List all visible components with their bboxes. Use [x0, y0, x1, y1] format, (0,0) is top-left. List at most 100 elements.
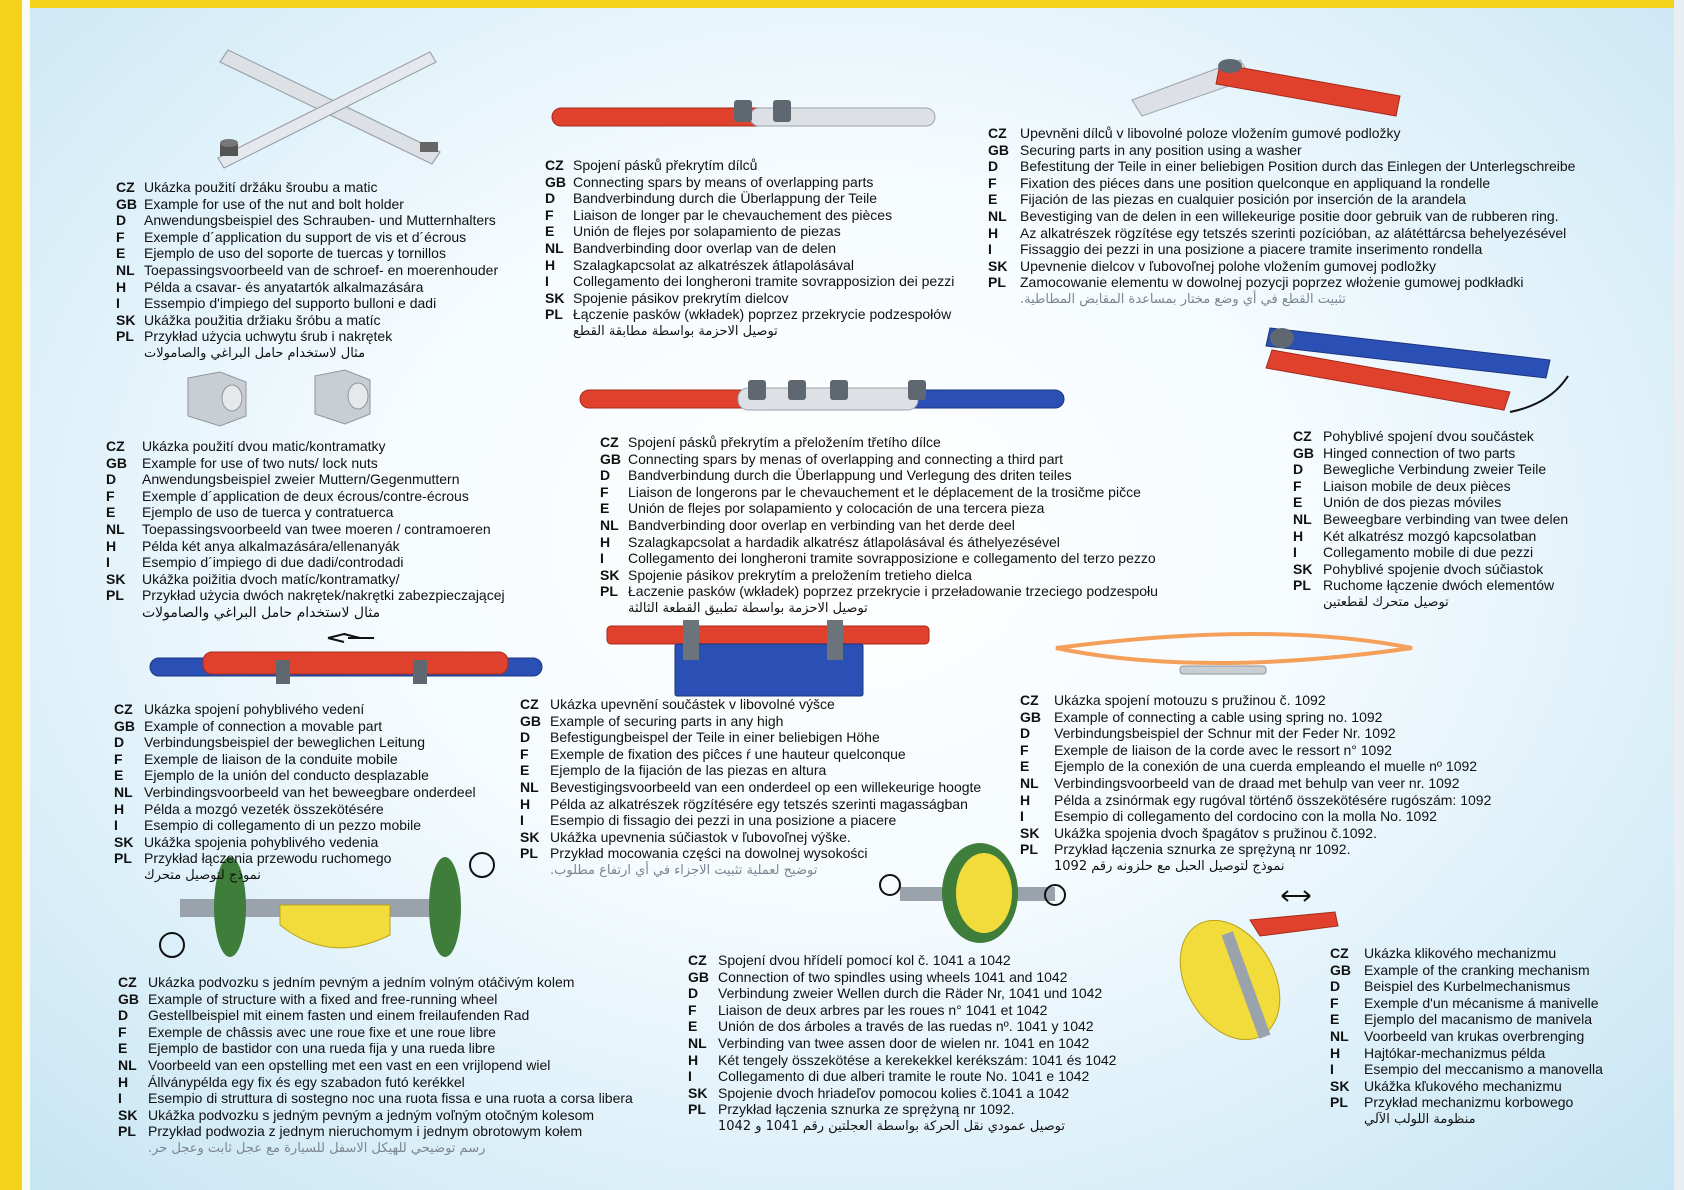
double-arrow-icon — [327, 632, 374, 643]
language-code: I — [988, 241, 992, 258]
language-code: E — [1330, 1011, 1340, 1028]
spindles-text-i: Collegamento di due alberi tramite le ro… — [718, 1068, 1090, 1085]
locknuts-text-i: Esempio d´impiego di due dadi/controdadi — [142, 554, 404, 571]
chassis-illustration — [159, 852, 495, 958]
language-code: H — [106, 537, 117, 554]
language-code: GB — [600, 450, 621, 467]
overlap-text-f: Liaison de longer par le chevauchement d… — [573, 206, 893, 223]
language-code: SK — [116, 311, 136, 328]
yellow-frame-left — [0, 0, 22, 1190]
height-text-h: Példa az alkatrészek rögzítésére egy tet… — [550, 795, 968, 812]
overlap-text-h: Szalagkapcsolat az alkatrészek átlapolás… — [573, 256, 854, 273]
third-text-e: Unión de flejes por solapamiento y coloc… — [628, 500, 1045, 517]
height-text-i: Esempio di fissagio dei pezzi in una pos… — [550, 812, 897, 829]
language-code: GB — [688, 968, 709, 985]
locknuts-text-h: Példa két anya alkalmazására/ellenanyák — [142, 537, 400, 554]
language-code: I — [545, 273, 549, 290]
hinged-text-f: Liaison mobile de deux pièces — [1323, 477, 1511, 494]
language-code: H — [988, 224, 999, 241]
language-code: E — [106, 504, 116, 521]
language-code: PL — [688, 1101, 706, 1118]
language-code: PL — [545, 306, 563, 323]
third-text-d: Bandverbindung durch die Überlappung und… — [628, 467, 1072, 484]
language-code: CZ — [106, 438, 125, 454]
language-code: F — [1020, 741, 1029, 758]
double-arrow-icon — [1281, 890, 1311, 902]
nut-2 — [314, 369, 371, 425]
overlap-text-gb: Connecting spars by means of overlapping… — [573, 173, 874, 190]
spring-text-e: Ejemplo de la conexión de una cuerda emp… — [1054, 758, 1478, 775]
language-code: CZ — [545, 157, 564, 173]
movable-text-gb: Example of connection a movable part — [144, 717, 383, 734]
spring-text-d: Verbindungsbeispiel der Schnur mit der F… — [1054, 725, 1396, 742]
third-text-ar: توصيل الاحزمة بواسطة تطبيق القطعة الثالث… — [628, 600, 868, 616]
chassis-text-f: Exemple de châssis avec une roue fixe et… — [148, 1023, 496, 1040]
washer-text-cz: Upevněni dílců v libovolné poloze vložen… — [1020, 125, 1401, 141]
third-part-spars-illustration — [579, 380, 1065, 411]
red-spar — [606, 625, 930, 645]
chassis-text-gb: Example of structure with a fixed and fr… — [148, 990, 498, 1007]
overlap-text-d: Bandverbindung durch die Überlappung der… — [573, 190, 878, 207]
language-code: H — [1293, 527, 1304, 544]
yellow-frame-top — [0, 0, 1684, 8]
language-code: E — [545, 223, 555, 240]
language-code: D — [114, 734, 125, 751]
language-code: SK — [600, 566, 620, 583]
movable-text-d: Verbindungsbeispiel der beweglichen Leit… — [144, 734, 425, 751]
language-code: PL — [106, 587, 124, 604]
chassis-text-pl: Przykład podwozia z jednym nieruchomym i… — [148, 1123, 583, 1140]
language-code: F — [545, 206, 554, 223]
spring-text-nl: Verbindingsvoorbeeld van de draad met be… — [1054, 774, 1460, 791]
movable-text-i: Esempio di collegamento di un pezzo mobi… — [144, 817, 422, 834]
language-code: E — [988, 191, 998, 208]
hinged-text-i: Collegamento mobile di due pezzi — [1323, 544, 1534, 561]
bolt-holder — [220, 139, 438, 156]
overlap-text-pl: Łączenie pasków (wkładek) poprzez przekr… — [573, 306, 952, 323]
language-code: GB — [1330, 961, 1351, 978]
spindles-text-pl: Przykład łączenia sznurka ze sprężyną nr… — [718, 1101, 1015, 1118]
language-code: SK — [114, 833, 134, 850]
language-code: SK — [106, 570, 126, 587]
language-code: H — [116, 278, 127, 295]
language-code: F — [114, 750, 123, 767]
hinged-spars-illustration — [1265, 327, 1569, 413]
yellow-plate — [279, 904, 391, 949]
language-code: I — [600, 550, 604, 567]
crank-text-f: Exemple d'un mécanisme á manivelle — [1364, 994, 1599, 1011]
hinged-text-e: Unión de dos piezas móviles — [1323, 494, 1502, 511]
movable-text-f: Exemple de liaison de la conduite mobile — [144, 750, 398, 767]
third-text-cz: Spojení pásků překrytím a přeložením tře… — [628, 434, 941, 450]
height-text-sk: Ukážka upevnenia súčiastok v ľubovoľnej … — [550, 828, 851, 845]
language-code: SK — [118, 1106, 138, 1123]
movable-text-cz: Ukázka spojení pohyblivého vedení — [144, 701, 365, 717]
blue-plate — [674, 643, 864, 697]
nuts-illustration — [187, 369, 371, 427]
crank-text-gb: Example of the cranking mechanism — [1364, 961, 1590, 978]
language-code: CZ — [600, 434, 619, 450]
movable-text-sk: Ukážka spojenia pohyblivého vedenia — [144, 833, 379, 850]
bolts — [748, 380, 926, 400]
spring-text-cz: Ukázka spojení motouzu s pružinou č. 109… — [1054, 692, 1326, 708]
rotation-arrow-icon — [1509, 375, 1569, 413]
language-code: I — [114, 817, 118, 834]
language-code: I — [520, 812, 524, 829]
language-code: I — [688, 1068, 692, 1085]
locknuts-text-pl: Przykład użycia dwóch nakrętek/nakrętki … — [142, 587, 505, 604]
language-code: H — [114, 800, 125, 817]
hinged-text-h: Két alkatrész mozgó kapcsolatban — [1323, 527, 1537, 544]
language-code: I — [118, 1090, 122, 1107]
language-code: NL — [600, 516, 619, 533]
third-text-nl: Bandverbinding door overlap en verbindin… — [628, 516, 1015, 533]
language-code: D — [520, 729, 531, 746]
language-code: D — [688, 985, 699, 1002]
language-code: SK — [520, 828, 540, 845]
language-code: F — [520, 745, 529, 762]
spindles-text-f: Liaison de deux arbres par les roues n° … — [718, 1001, 1048, 1018]
holder-text-f: Exemple d´application du support de vis … — [144, 228, 467, 245]
crank-illustration — [1179, 890, 1339, 1041]
crank-text-nl: Voorbeeld van krukas overbrenging — [1364, 1027, 1585, 1044]
language-code: GB — [545, 173, 566, 190]
